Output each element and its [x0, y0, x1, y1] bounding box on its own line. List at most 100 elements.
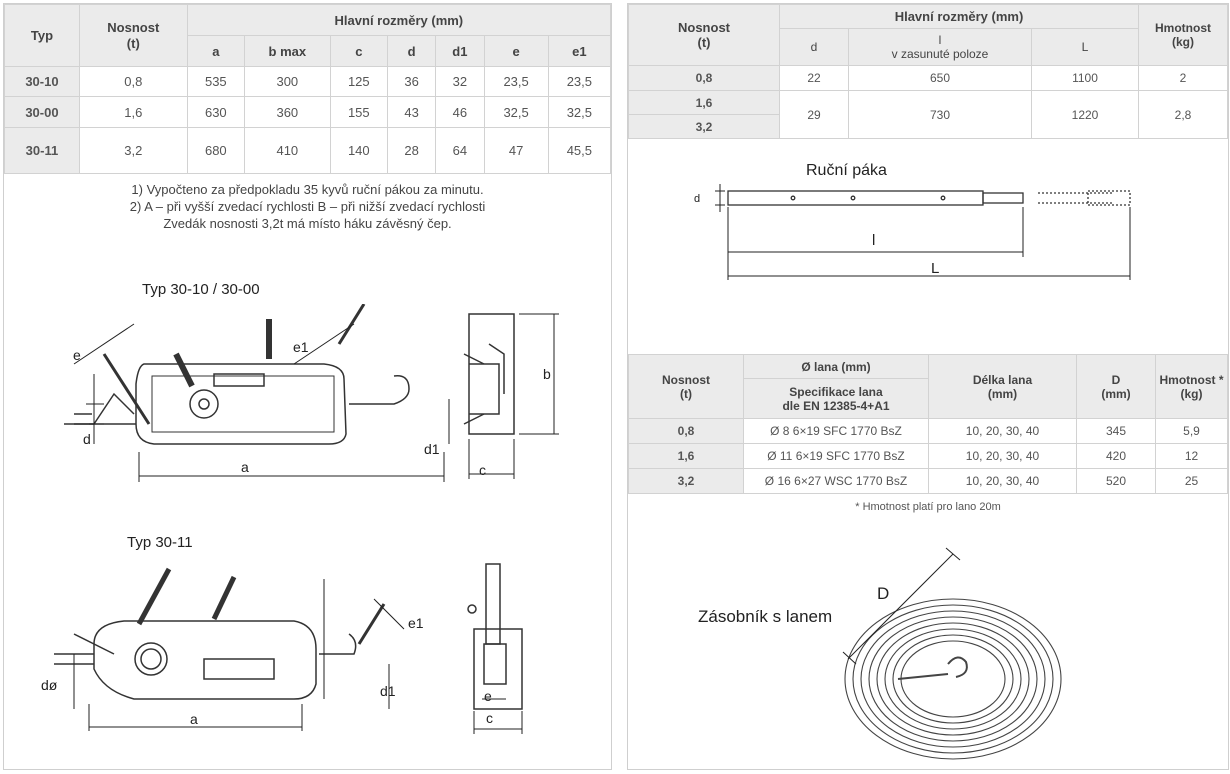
- cell-d: 22: [779, 65, 849, 91]
- cell-hmotnost: 5,9: [1155, 418, 1228, 444]
- main-dimensions-table: Typ Nosnost (t) Hlavní rozměry (mm) a b …: [4, 4, 611, 174]
- rope-reel-drawing: [842, 547, 1062, 760]
- dim-label-c-type2: c: [486, 710, 493, 726]
- hoist-type1-front-drawing: [448, 313, 559, 479]
- dim-label-e1-type2: e1: [408, 615, 424, 631]
- cell-spec: Ø 8 6×19 SFC 1770 BsZ: [743, 418, 929, 444]
- col-d: d: [779, 28, 849, 66]
- drawing-title-type2: Typ 30-11: [127, 534, 193, 551]
- dim-label-d1-type2: d1: [380, 683, 396, 699]
- cell-value: 23,5: [547, 66, 611, 97]
- col-e: e: [483, 35, 549, 67]
- table-row: 3,2 Ø 16 6×27 WSC 1770 BsZ 10, 20, 30, 4…: [628, 468, 1228, 494]
- cell-value: 410: [243, 127, 331, 174]
- table-row: 3,2: [628, 114, 1228, 139]
- lever-drawing: [715, 184, 1131, 280]
- hoist-type1-side-drawing: [64, 304, 445, 482]
- cell-value: 680: [186, 127, 245, 174]
- col-l: l v zasunuté poloze: [848, 28, 1032, 66]
- cell-D: 345: [1076, 418, 1156, 444]
- rope-reel-table: Nosnost (t) Ø lana (mm) Délka lana (mm) …: [628, 354, 1228, 494]
- cell-nosnost: 1,6: [628, 443, 744, 469]
- cell-nosnost: 0,8: [78, 66, 188, 97]
- header-hmotnost: Hmotnost (kg): [1138, 4, 1228, 66]
- cell-value: 535: [186, 66, 245, 97]
- cell-d: 29: [779, 90, 849, 139]
- cell-L: 1220: [1031, 90, 1139, 139]
- header-typ: Typ: [4, 4, 80, 67]
- cell-nosnost: 3,2: [628, 468, 744, 494]
- header-nosnost: Nosnost (t): [628, 4, 780, 66]
- cell-value: 300: [243, 66, 331, 97]
- dim-label-L: L: [931, 260, 940, 277]
- cell-l: 730: [848, 90, 1032, 139]
- cell-nosnost: 3,2: [78, 127, 188, 174]
- cell-value: 140: [329, 127, 388, 174]
- dim-label-d-lever: d: [694, 193, 701, 205]
- cell-value: 45,5: [547, 127, 611, 174]
- dim-label-D: D: [877, 584, 890, 603]
- dim-label-dphi: dø: [41, 677, 58, 693]
- dim-label-a: a: [241, 459, 249, 475]
- col-a: a: [186, 35, 245, 67]
- dim-label-e1: e1: [293, 339, 309, 355]
- cell-nosnost: 1,6: [628, 90, 780, 115]
- cell-nosnost: 1,6: [78, 96, 188, 128]
- header-hmotnost: Hmotnost * (kg): [1155, 354, 1228, 419]
- cell-delka: 10, 20, 30, 40: [928, 468, 1077, 494]
- cell-hmotnost: 2: [1138, 65, 1228, 91]
- cell-typ: 30-00: [4, 96, 80, 128]
- header-hlavni-rozmery: Hlavní rozměry (mm): [186, 4, 611, 36]
- col-e1: e1: [547, 35, 611, 67]
- cell-value: 23,5: [483, 66, 549, 97]
- header-nosnost: Nosnost (t): [628, 354, 744, 419]
- dim-label-e: e: [73, 347, 81, 363]
- cell-spec: Ø 11 6×19 SFC 1770 BsZ: [743, 443, 929, 469]
- cell-value: 32,5: [483, 96, 549, 128]
- table-row: 30-11 3,2 680 410 140 28 64 47 45,5: [4, 127, 611, 174]
- reel-title: Zásobník s lanem: [698, 607, 833, 626]
- drawing-title-type1: Typ 30-10 / 30-00: [142, 281, 260, 298]
- header-D: D (mm): [1076, 354, 1156, 419]
- cell-value: 360: [243, 96, 331, 128]
- cell-nosnost: 3,2: [628, 114, 780, 139]
- cell-value: 28: [386, 127, 437, 174]
- table-row: 0,8 Ø 8 6×19 SFC 1770 BsZ 10, 20, 30, 40…: [628, 418, 1228, 444]
- cell-delka: 10, 20, 30, 40: [928, 418, 1077, 444]
- cell-nosnost: 0,8: [628, 418, 744, 444]
- col-c: c: [329, 35, 388, 67]
- col-d: d: [386, 35, 437, 67]
- col-d1: d1: [435, 35, 485, 67]
- table-row: 0,8 22 650 1100 2: [628, 65, 1228, 91]
- table-row: 30-10 0,8 535 300 125 36 32 23,5 23,5: [4, 66, 611, 97]
- lever-title: Ruční páka: [806, 162, 887, 179]
- cell-value: 47: [483, 127, 549, 174]
- hoist-type2-front-drawing: [467, 563, 523, 734]
- cell-delka: 10, 20, 30, 40: [928, 443, 1077, 469]
- cell-hmotnost: 12: [1155, 443, 1228, 469]
- rope-footnote: * Hmotnost platí pro lano 20m: [855, 501, 1001, 513]
- col-b-max: b max: [243, 35, 331, 67]
- dim-label-a-type2: a: [190, 711, 198, 727]
- header-hlavni-rozmery: Hlavní rozměry (mm): [779, 4, 1139, 29]
- header-specifikace: Specifikace lana dle EN 12385-4+A1: [743, 378, 929, 419]
- dim-label-d: d: [83, 431, 91, 447]
- cell-value: 125: [329, 66, 388, 97]
- table-row: 30-00 1,6 630 360 155 43 46 32,5 32,5: [4, 96, 611, 128]
- cell-value: 43: [386, 96, 437, 128]
- dim-label-c: c: [479, 462, 486, 478]
- note-line-2: 2) A – při vyšší zvedací rychlosti B – p…: [129, 199, 486, 214]
- cell-value: 64: [435, 127, 485, 174]
- hoist-type2-side-drawing: [54, 567, 405, 731]
- note-line-3: Zvedák nosnosti 3,2t má místo háku závěs…: [163, 216, 452, 231]
- cell-L: 1100: [1031, 65, 1139, 91]
- lever-dimensions-table: Nosnost (t) Hlavní rozměry (mm) Hmotnost…: [628, 4, 1228, 139]
- header-lana: Ø lana (mm): [743, 354, 929, 379]
- notes-block: 1) Vypočteno za předpokladu 35 kyvů ručn…: [4, 181, 611, 232]
- cell-value: 32,5: [547, 96, 611, 128]
- cell-value: 155: [329, 96, 388, 128]
- col-L: L: [1031, 28, 1139, 66]
- note-line-1: 1) Vypočteno za předpokladu 35 kyvů ručn…: [131, 182, 484, 197]
- cell-typ: 30-11: [4, 127, 80, 174]
- cell-spec: Ø 16 6×27 WSC 1770 BsZ: [743, 468, 929, 494]
